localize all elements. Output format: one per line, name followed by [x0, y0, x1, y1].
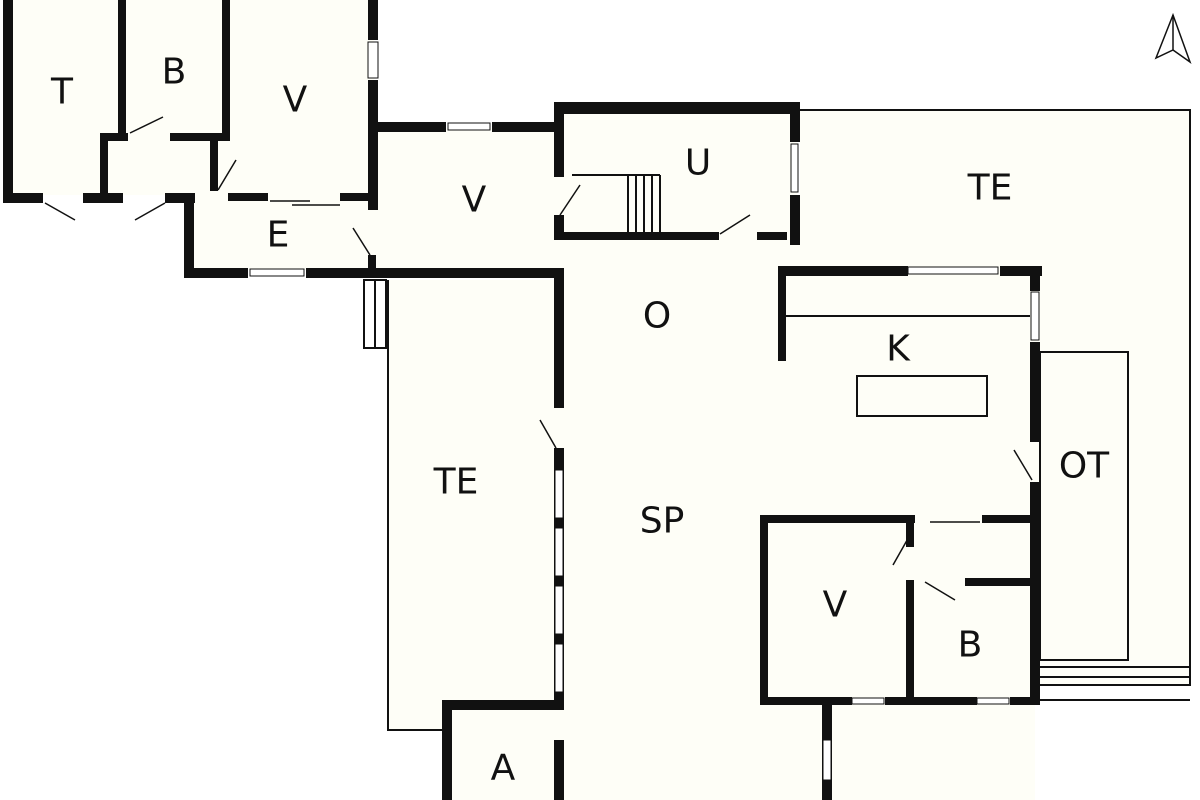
doors	[44, 116, 1033, 601]
room-label-k: K	[886, 329, 911, 370]
room-label-t: T	[50, 72, 74, 113]
room-label-e: E	[267, 215, 290, 256]
room-label-sp: SP	[640, 501, 685, 542]
room-label-o: O	[643, 296, 671, 337]
room-label-u: U	[685, 143, 711, 184]
room-label-v-bottom: V	[823, 585, 848, 626]
walls	[3, 0, 1042, 800]
room-label-v-top: V	[283, 80, 308, 121]
floor-fills	[8, 0, 1190, 800]
windows	[249, 41, 1040, 781]
room-labels: T B V E V U TE O K TE SP OT V B A	[50, 52, 1110, 789]
room-label-te-left: TE	[433, 462, 479, 503]
room-label-b-top: B	[162, 52, 187, 93]
room-label-v-mid: V	[462, 180, 487, 221]
terrace-outlines	[363, 109, 1191, 731]
room-label-te-right: TE	[967, 168, 1013, 209]
room-label-a: A	[491, 748, 516, 789]
room-label-b-bottom: B	[958, 625, 983, 666]
north-arrow-icon	[1154, 12, 1192, 64]
room-label-ot: OT	[1059, 446, 1110, 487]
